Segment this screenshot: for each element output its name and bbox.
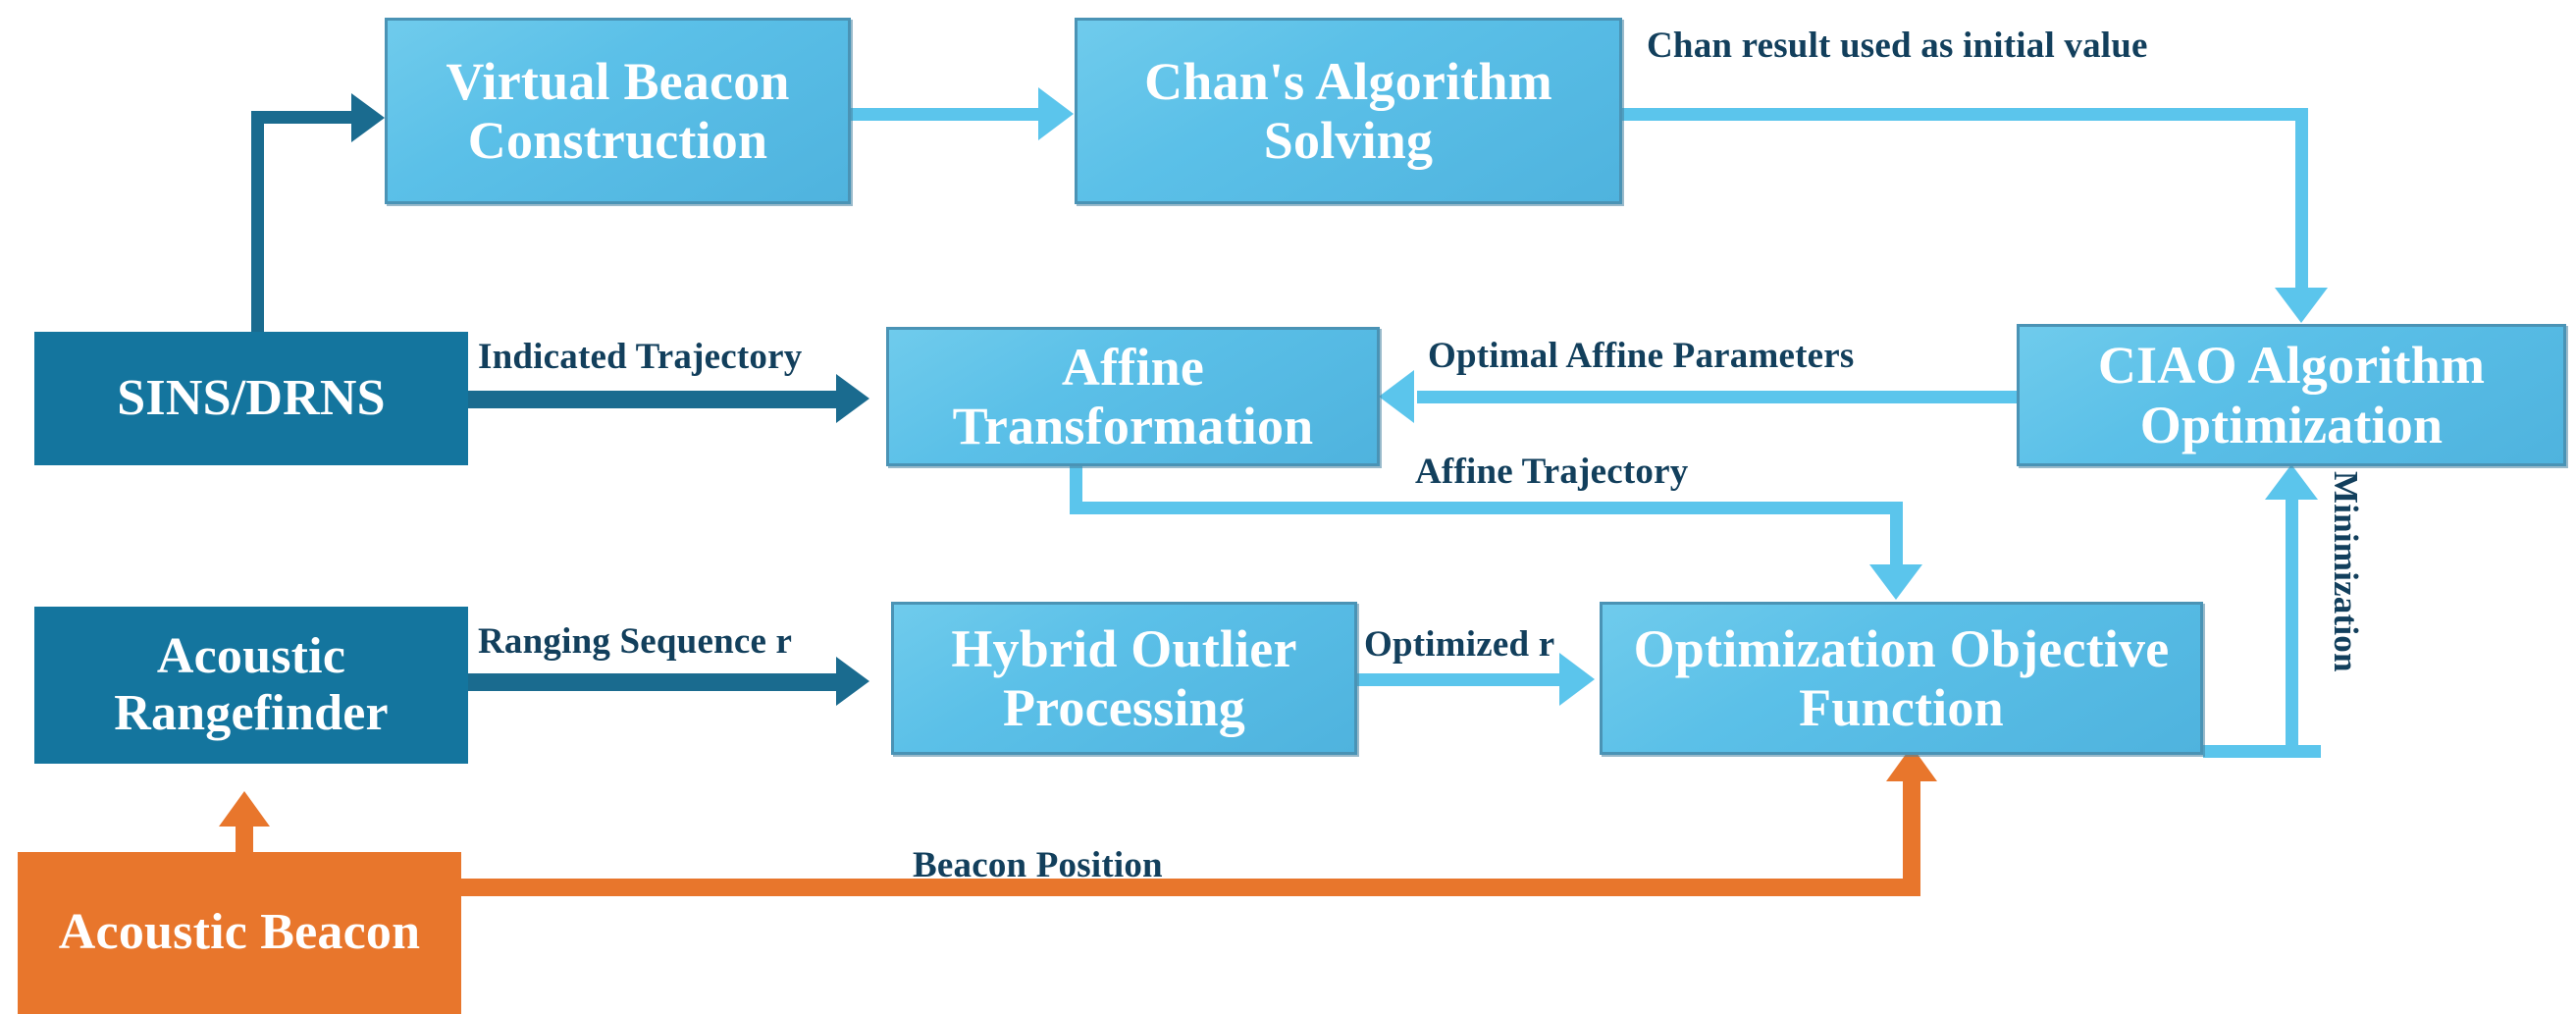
edge-label-minimization: Minimization: [2327, 471, 2365, 672]
edge-label-indicated-trajectory: Indicated Trajectory: [478, 337, 803, 377]
node-acoustic-rangefinder[interactable]: Acoustic Rangefinder: [34, 607, 468, 764]
node-hybrid-outlier-processing[interactable]: Hybrid Outlier Processing: [891, 602, 1357, 755]
node-label-chan-algorithm-solving: Chan's Algorithm Solving: [1144, 51, 1552, 170]
connector-beacon-to-objective-horizontal: [461, 879, 1920, 896]
arrowhead-sins-to-virtual-beacon: [351, 93, 385, 142]
arrowhead-beacon-to-rangefinder: [219, 791, 270, 827]
node-chan-algorithm-solving[interactable]: Chan's Algorithm Solving: [1075, 18, 1622, 204]
node-optimization-objective-function[interactable]: Optimization Objective Function: [1600, 602, 2203, 755]
connector-sins-to-affine: [467, 391, 840, 408]
node-label-virtual-beacon-construction: Virtual Beacon Construction: [446, 51, 790, 170]
connector-objective-to-ciao-vertical: [2286, 499, 2298, 746]
connector-rangefinder-to-hybrid: [467, 673, 840, 691]
node-label-sins-drns: SINS/DRNS: [117, 369, 386, 426]
connector-beacon-to-objective-vertical: [1903, 780, 1920, 887]
arrowhead-rangefinder-to-hybrid: [836, 657, 869, 706]
connector-virtual-beacon-to-chan: [848, 108, 1044, 121]
node-label-acoustic-beacon: Acoustic Beacon: [58, 904, 421, 961]
connector-sins-to-virtual-beacon-horizontal: [251, 111, 359, 124]
node-ciao-algorithm-optimization[interactable]: CIAO Algorithm Optimization: [2017, 324, 2566, 466]
connector-objective-to-ciao-horizontal: [2203, 745, 2321, 758]
arrowhead-affine-to-objective: [1869, 564, 1922, 600]
edge-label-optimal-affine-parameters: Optimal Affine Parameters: [1428, 336, 1855, 376]
connector-chan-to-ciao-vertical: [2295, 108, 2308, 290]
connector-affine-to-objective-horizontal: [1070, 502, 1903, 514]
node-label-optimization-objective-function: Optimization Objective Function: [1633, 618, 2170, 737]
connector-sins-to-virtual-beacon-vertical: [251, 111, 264, 339]
edge-label-optimized-r: Optimized r: [1364, 624, 1555, 665]
node-acoustic-beacon[interactable]: Acoustic Beacon: [18, 852, 461, 1014]
arrowhead-objective-to-ciao: [2265, 464, 2318, 500]
arrowhead-sins-to-affine: [836, 374, 869, 423]
node-label-acoustic-rangefinder: Acoustic Rangefinder: [114, 627, 389, 741]
edge-label-beacon-position: Beacon Position: [913, 845, 1163, 885]
node-sins-drns[interactable]: SINS/DRNS: [34, 332, 468, 465]
node-affine-transformation[interactable]: Affine Transformation: [886, 327, 1380, 466]
node-label-hybrid-outlier-processing: Hybrid Outlier Processing: [951, 618, 1297, 737]
edge-label-chan-initial-value: Chan result used as initial value: [1647, 26, 2148, 66]
node-label-ciao-algorithm-optimization: CIAO Algorithm Optimization: [2097, 336, 2486, 454]
arrowhead-chan-to-ciao: [2275, 288, 2328, 323]
connector-chan-to-ciao-horizontal: [1621, 108, 2308, 121]
arrowhead-ciao-to-affine: [1379, 370, 1414, 423]
arrowhead-virtual-beacon-to-chan: [1038, 87, 1074, 140]
connector-hybrid-to-objective: [1356, 673, 1564, 686]
arrowhead-hybrid-to-objective: [1559, 653, 1595, 706]
edge-label-affine-trajectory: Affine Trajectory: [1415, 452, 1689, 492]
node-virtual-beacon-construction[interactable]: Virtual Beacon Construction: [385, 18, 851, 204]
connector-ciao-to-affine: [1417, 391, 2020, 403]
edge-label-ranging-sequence: Ranging Sequence r: [478, 621, 793, 662]
connector-affine-to-objective-vertical-b: [1890, 502, 1903, 566]
node-label-affine-transformation: Affine Transformation: [952, 337, 1314, 455]
